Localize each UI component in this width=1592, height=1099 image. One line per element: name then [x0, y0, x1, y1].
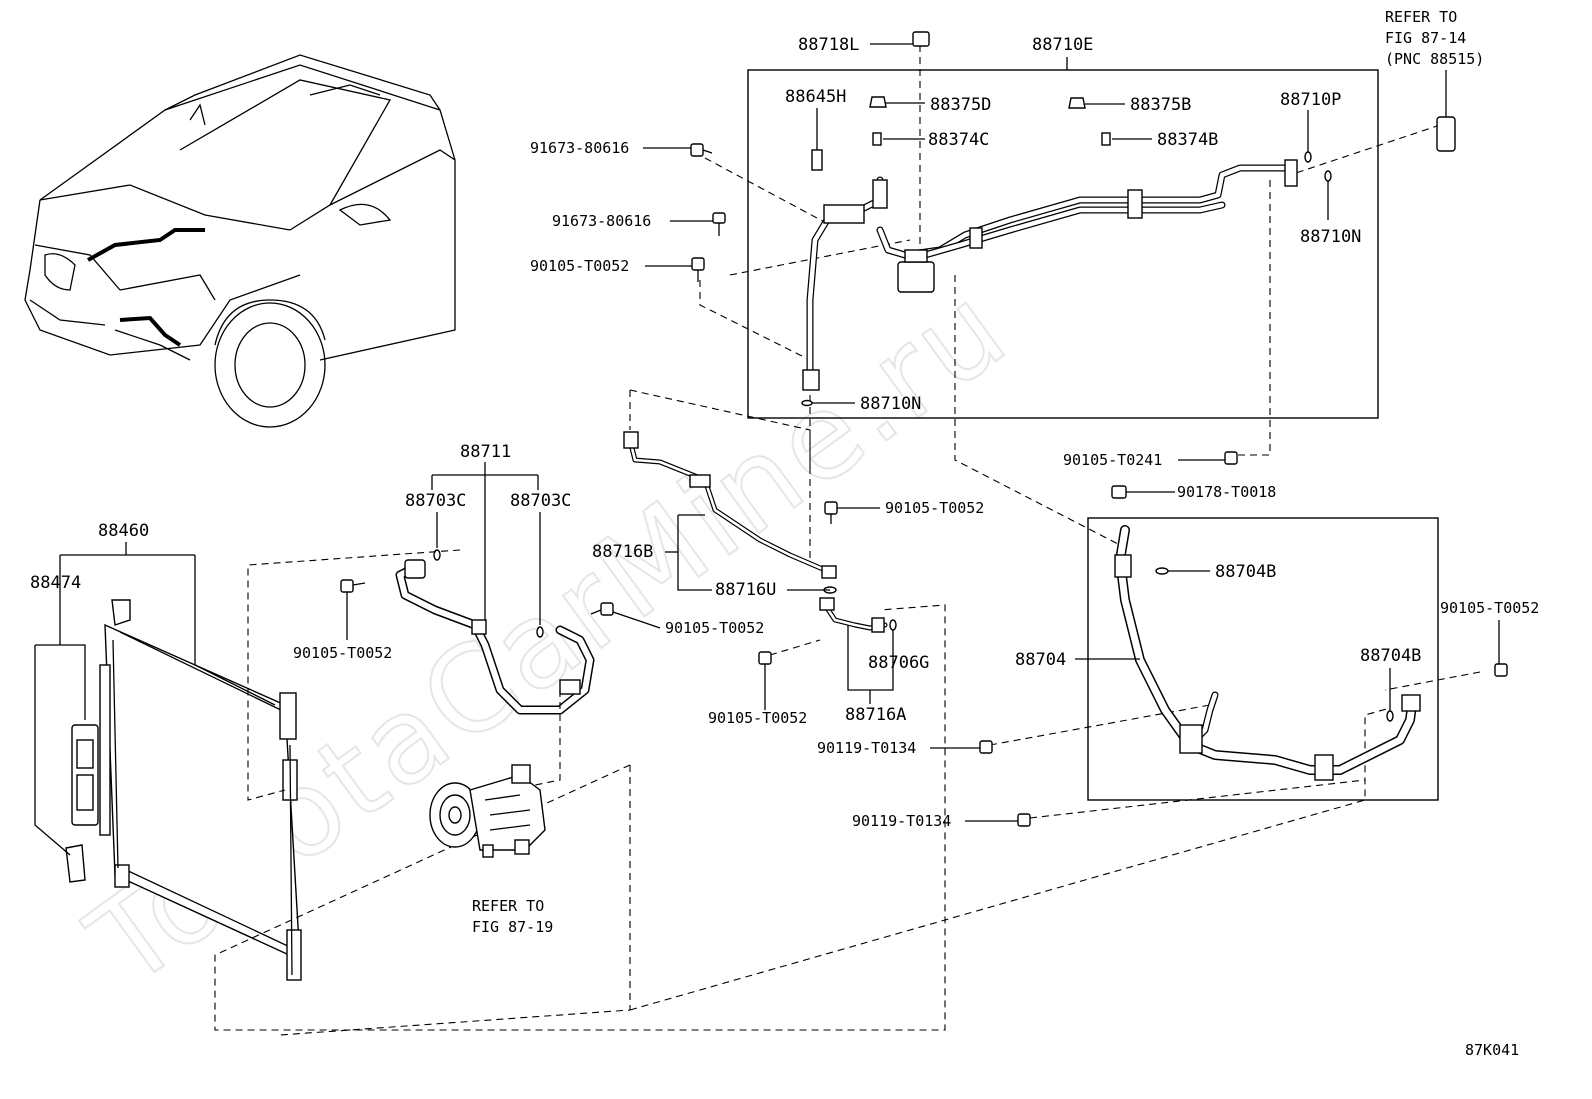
label-88645H: 88645H [785, 87, 846, 107]
label-90119-T0134-a: 90119-T0134 [817, 739, 916, 757]
reference-fig-87-14-line2: FIG 87-14 [1385, 29, 1466, 47]
reference-fig-87-14-line3: (PNC 88515) [1385, 50, 1484, 68]
label-90178-T0018: 90178-T0018 [1177, 483, 1276, 501]
label-88711: 88711 [460, 442, 511, 462]
pipe-88710E [802, 159, 1298, 391]
figure-code: 87K041 [1465, 1041, 1519, 1059]
label-88374B: 88374B [1157, 130, 1218, 150]
hose-88711 [395, 549, 595, 715]
label-88703C-b: 88703C [510, 491, 571, 511]
label-90105-T0052-c: 90105-T0052 [1440, 599, 1539, 617]
bolts-88711 [340, 579, 661, 640]
label-90105-T0052-a: 90105-T0052 [530, 257, 629, 275]
label-88375B: 88375B [1130, 95, 1191, 115]
leaders-88711 [431, 462, 541, 625]
hose-88704 [1075, 525, 1421, 781]
label-88706G: 88706G [868, 653, 929, 673]
label-88718L: 88718L [798, 35, 859, 55]
fittings-88710E [801, 96, 1332, 407]
label-88704B-a: 88704B [1215, 562, 1276, 582]
label-88710E: 88710E [1032, 35, 1093, 55]
leaders-88716 [665, 514, 894, 704]
label-90105-T0052-e: 90105-T0052 [665, 619, 764, 637]
bolts-upper-left [643, 143, 726, 282]
label-88710N-right: 88710N [1300, 227, 1361, 247]
label-88375D: 88375D [930, 95, 991, 115]
label-88710N-bottom: 88710N [860, 394, 921, 414]
label-88716B: 88716B [592, 542, 653, 562]
reference-fig-87-19-line2: FIG 87-19 [472, 918, 553, 936]
label-88374C: 88374C [928, 130, 989, 150]
compressor [429, 764, 546, 858]
assembly-box-88710E [747, 69, 1379, 419]
label-91673-80616-b: 91673-80616 [552, 212, 651, 230]
label-88716A: 88716A [845, 705, 906, 725]
label-88460: 88460 [98, 521, 149, 541]
label-88704: 88704 [1015, 650, 1066, 670]
label-90119-T0134-b: 90119-T0134 [852, 812, 951, 830]
dashed-leaders-upper [699, 45, 1441, 560]
label-88710P: 88710P [1280, 90, 1341, 110]
reference-fig-87-19-line1: REFER TO [472, 897, 544, 915]
label-90105-T0052-b: 90105-T0052 [885, 499, 984, 517]
tube-88716A [819, 597, 897, 633]
label-88716U: 88716U [715, 580, 776, 600]
bolts-88704 [930, 451, 1508, 827]
label-90105-T0052-f: 90105-T0052 [708, 709, 807, 727]
fitting-88718L [870, 31, 930, 47]
vehicle-locator-illustration [24, 54, 456, 428]
label-90105-T0241: 90105-T0241 [1063, 451, 1162, 469]
label-88704B-b: 88704B [1360, 646, 1421, 666]
condenser-88460 [99, 599, 302, 981]
part-labels: 88718L 88710E 88645H 88375D 88375B 88374… [30, 8, 1539, 1059]
bolts-88716 [758, 501, 880, 710]
fitting-pnc-88515 [1436, 70, 1456, 152]
label-90105-T0052-d: 90105-T0052 [293, 644, 392, 662]
label-91673-80616-a: 91673-80616 [530, 139, 629, 157]
label-88703C-a: 88703C [405, 491, 466, 511]
reference-fig-87-14-line1: REFER TO [1385, 8, 1457, 26]
label-88474: 88474 [30, 573, 81, 593]
receiver-88474 [65, 724, 99, 883]
